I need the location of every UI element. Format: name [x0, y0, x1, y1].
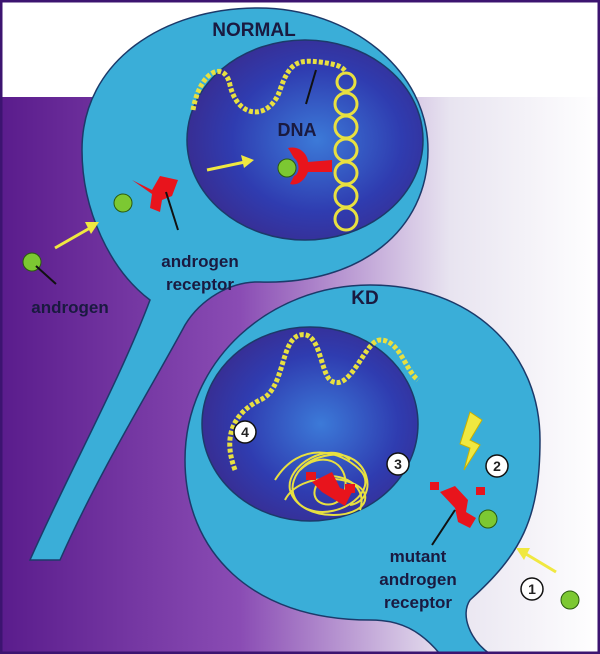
normal-nucleus	[186, 39, 424, 241]
androgen-molecule-kd	[478, 509, 498, 529]
dna-strand	[190, 58, 349, 115]
androgen-molecule-cytoplasm	[113, 193, 133, 213]
androgen-molecule-outside	[560, 590, 580, 610]
lightning-icon	[459, 411, 483, 471]
arrow-into-nucleus	[206, 155, 254, 172]
dna-label: DNA	[278, 120, 317, 140]
receptor-fragment	[476, 487, 485, 495]
mutant-receptor-in-nucleus	[312, 472, 352, 506]
step-1-badge: 1	[520, 577, 544, 601]
mutant-label-2: androgen	[379, 570, 456, 589]
receptor-fragment	[345, 484, 355, 493]
androgen-receptor	[132, 176, 178, 212]
svg-text:1: 1	[528, 581, 536, 597]
androgen-receptor-label-1: androgen	[161, 252, 238, 271]
svg-text:4: 4	[241, 424, 249, 440]
androgen-pointer	[35, 265, 57, 285]
receptor-fragment	[430, 482, 439, 490]
kd-dna-strand	[227, 332, 420, 471]
step-4-badge: 4	[233, 420, 257, 444]
androgen-receptor-label-2: receptor	[166, 275, 234, 294]
androgen-label: androgen	[31, 298, 108, 317]
receptor-pointer	[165, 191, 179, 231]
normal-title: NORMAL	[212, 20, 296, 41]
step-2-badge: 2	[485, 454, 509, 478]
mutant-label-1: mutant	[390, 547, 447, 566]
arrow-into-cell	[54, 222, 99, 250]
mutant-label-3: receptor	[384, 593, 452, 612]
dna-pointer	[305, 69, 317, 105]
bound-receptor	[277, 147, 332, 185]
dna-coil	[333, 71, 359, 232]
mutant-receptor-pointer	[431, 509, 456, 546]
arrow-into-kd-cell	[516, 548, 557, 574]
step-3-badge: 3	[386, 452, 410, 476]
kd-title: KD	[351, 288, 378, 309]
mutant-androgen-receptor	[440, 486, 476, 528]
svg-text:2: 2	[493, 458, 501, 474]
bound-androgen	[277, 158, 297, 178]
svg-text:3: 3	[394, 456, 402, 472]
kd-nucleus	[201, 326, 419, 522]
receptor-fragment	[306, 472, 316, 480]
normal-cell	[28, 7, 429, 561]
